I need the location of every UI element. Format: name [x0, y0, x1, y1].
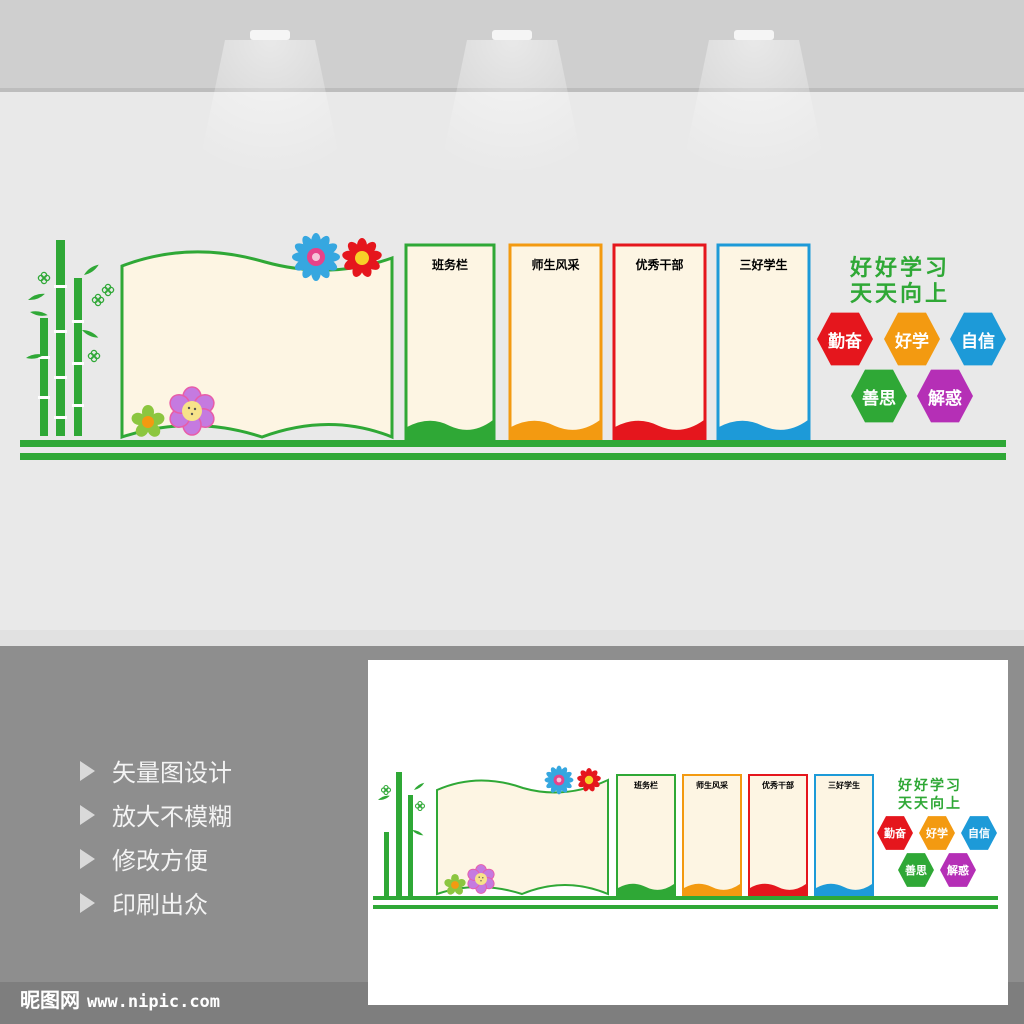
image-id: ID:8260704 NO:20240503110606530103	[762, 988, 964, 1000]
feature-item: 修改方便	[80, 841, 208, 876]
panel-title: 三好学生	[828, 781, 860, 790]
feature-label: 放大不模糊	[112, 803, 232, 831]
book-board	[436, 778, 609, 896]
bamboo-icon	[377, 772, 426, 896]
panel-title: 师生风采	[531, 258, 580, 272]
slogan-line: 好好学习	[898, 778, 962, 794]
panel-merit-students	[716, 243, 811, 444]
feature-item: 矢量图设计	[80, 753, 232, 788]
spotlight-icon	[190, 30, 350, 210]
feature-item: 印刷出众	[80, 885, 208, 920]
site-url: www.nipic.com	[86, 992, 221, 1012]
play-arrow-icon	[80, 892, 95, 913]
slogan-line: 好好学习	[850, 256, 951, 281]
panel-excellent-cadres	[612, 243, 707, 444]
spotlight-icon	[674, 30, 834, 210]
panel-title: 三好学生	[739, 258, 788, 272]
panel-class-affairs	[404, 243, 496, 444]
base-rail	[20, 440, 1006, 447]
panel-title: 班务栏	[634, 781, 658, 790]
feature-label: 印刷出众	[112, 891, 208, 919]
feature-item: 放大不模糊	[80, 797, 232, 832]
slogan-line: 天天向上	[850, 282, 951, 307]
base-rail	[20, 453, 1006, 460]
play-arrow-icon	[80, 760, 95, 781]
play-arrow-icon	[80, 848, 95, 869]
feature-label: 修改方便	[112, 847, 208, 875]
slogan-line: 天天向上	[898, 796, 962, 812]
panel-title: 师生风采	[696, 781, 728, 790]
book-board	[120, 250, 394, 440]
play-arrow-icon	[80, 804, 95, 825]
panel-title: 优秀干部	[762, 781, 794, 790]
wall-display	[20, 233, 1006, 460]
panel-title: 班务栏	[431, 258, 468, 272]
panel-teacher-student	[508, 243, 603, 444]
spotlight-icon	[432, 30, 592, 210]
brand-name: 昵图网	[20, 988, 80, 1012]
bamboo-icon	[25, 240, 115, 436]
panel-title: 优秀干部	[635, 258, 684, 272]
site-brand[interactable]: 昵图网 www.nipic.com	[20, 984, 220, 1013]
feature-label: 矢量图设计	[112, 759, 232, 787]
